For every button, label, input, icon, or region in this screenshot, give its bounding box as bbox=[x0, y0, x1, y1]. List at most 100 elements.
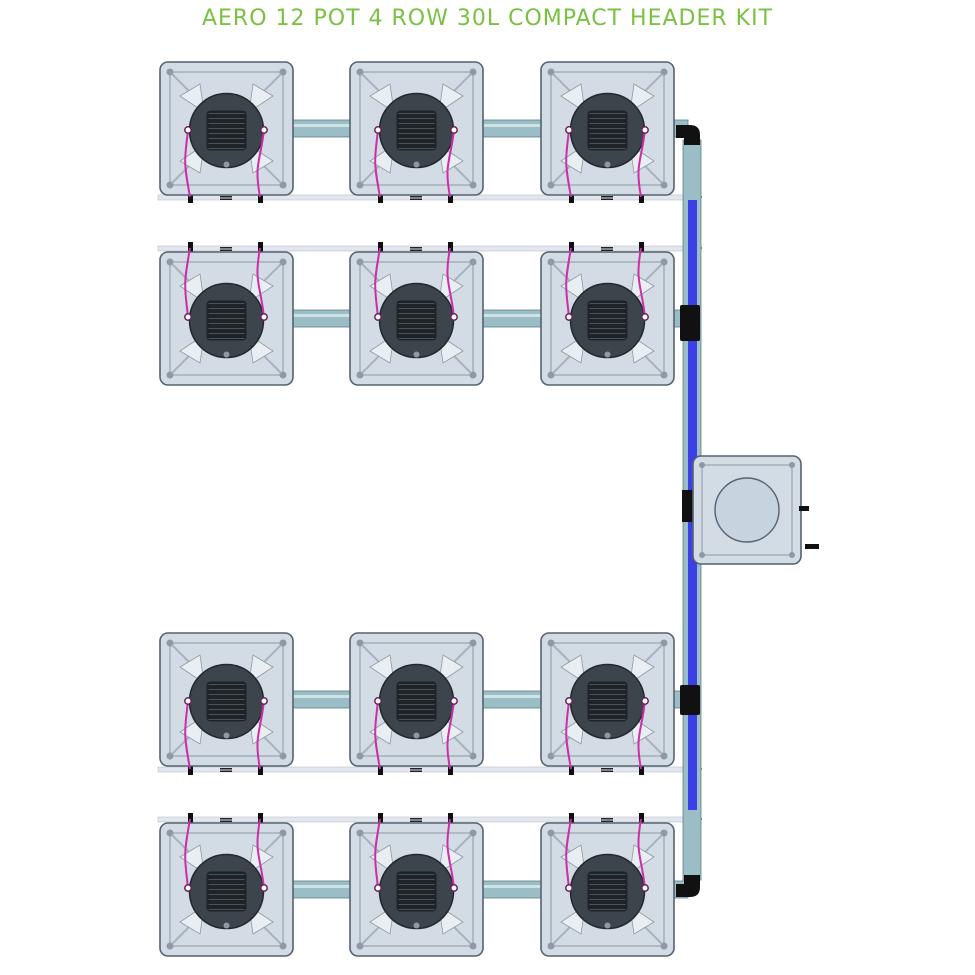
drip-line bbox=[565, 700, 572, 770]
corner-bolt-icon bbox=[356, 258, 364, 266]
pot-icon bbox=[540, 822, 675, 957]
clip-icon bbox=[220, 770, 232, 772]
drip-stake-icon bbox=[374, 884, 382, 892]
pot-facet bbox=[369, 844, 464, 935]
corner-bolt-icon bbox=[547, 181, 555, 189]
lid-tab-icon bbox=[413, 732, 420, 739]
drip-stake-icon bbox=[260, 697, 268, 705]
pot-rim bbox=[359, 261, 474, 376]
mesh-basket-icon bbox=[206, 110, 247, 151]
drip-connector-icon bbox=[569, 191, 574, 203]
pot-rim bbox=[169, 261, 284, 376]
tee-junction-icon bbox=[680, 305, 700, 341]
corner-bolt-icon bbox=[660, 942, 668, 950]
corner-bolt-icon bbox=[547, 752, 555, 760]
drip-line bbox=[565, 818, 572, 889]
drip-stake-icon bbox=[374, 126, 382, 134]
feed-lines bbox=[157, 191, 702, 825]
header-tank bbox=[692, 455, 819, 565]
corner-bolt-icon bbox=[699, 552, 705, 558]
corner-bolt-icon bbox=[469, 942, 477, 950]
drip-connector-icon bbox=[448, 191, 453, 203]
drip-connector-icon bbox=[188, 242, 193, 254]
pot-icon bbox=[540, 61, 675, 196]
lid-tab-icon bbox=[604, 922, 611, 929]
corner-bolt-icon bbox=[279, 639, 287, 647]
connecting-pipe bbox=[480, 690, 544, 709]
pot-facet bbox=[560, 83, 655, 174]
drip-line bbox=[565, 129, 572, 198]
corner-bolt-icon bbox=[699, 462, 705, 468]
pot-facet bbox=[369, 654, 464, 745]
pipe-highlight bbox=[291, 885, 352, 888]
drip-connector-icon bbox=[258, 242, 263, 254]
drip-connector-icon bbox=[639, 763, 644, 775]
tank-lid-icon bbox=[714, 477, 780, 543]
drip-connector-icon bbox=[448, 763, 453, 775]
corner-bolt-icon bbox=[166, 371, 174, 379]
drip-connector-icon bbox=[639, 813, 644, 825]
pot-rim bbox=[169, 71, 284, 186]
mesh-basket-icon bbox=[396, 871, 437, 912]
drip-stake-icon bbox=[184, 313, 192, 321]
drip-line bbox=[637, 818, 646, 889]
pipe-highlight bbox=[291, 314, 352, 317]
drip-line bbox=[446, 129, 455, 198]
mesh-basket-icon bbox=[587, 300, 628, 341]
connecting-pipe bbox=[290, 119, 353, 138]
pot-facet bbox=[179, 654, 274, 745]
corner-bolt-icon bbox=[469, 371, 477, 379]
drip-stake-icon bbox=[450, 126, 458, 134]
mesh-basket-icon bbox=[587, 110, 628, 151]
pot-icon bbox=[349, 822, 484, 957]
drip-lines bbox=[184, 126, 649, 892]
corner-bolt-icon bbox=[279, 829, 287, 837]
clip-icon bbox=[410, 770, 422, 772]
clip-icon bbox=[410, 196, 422, 198]
pot-rim bbox=[550, 261, 665, 376]
corner-bolt-icon bbox=[547, 829, 555, 837]
pot-rim bbox=[550, 642, 665, 757]
corner-bolt-icon bbox=[660, 829, 668, 837]
drip-stake-icon bbox=[641, 884, 649, 892]
lid-tab-icon bbox=[223, 351, 230, 358]
drip-stake-icon bbox=[184, 126, 192, 134]
corner-bolt-icon bbox=[356, 639, 364, 647]
drip-connector-icon bbox=[258, 763, 263, 775]
corner-bolt-icon bbox=[469, 181, 477, 189]
pot-icon bbox=[159, 251, 294, 386]
drip-line bbox=[256, 129, 265, 198]
drip-stake-icon bbox=[184, 884, 192, 892]
mesh-basket-icon bbox=[587, 871, 628, 912]
pot-icon bbox=[540, 632, 675, 767]
corner-bolt-icon bbox=[547, 639, 555, 647]
pipe-highlight bbox=[291, 124, 352, 127]
corner-bolt-icon bbox=[279, 752, 287, 760]
drip-line bbox=[184, 818, 191, 889]
pot-icon bbox=[159, 822, 294, 957]
connecting-pipe bbox=[290, 880, 353, 899]
drip-stake-icon bbox=[374, 313, 382, 321]
drip-stake-icon bbox=[641, 313, 649, 321]
corner-bolt-icon bbox=[547, 68, 555, 76]
connecting-pipe bbox=[480, 880, 544, 899]
corner-bolt-icon bbox=[356, 181, 364, 189]
pot-facet bbox=[179, 83, 274, 174]
corner-bolt-icon bbox=[469, 829, 477, 837]
drip-connector-icon bbox=[258, 191, 263, 203]
lid-tab-icon bbox=[604, 732, 611, 739]
mesh-basket-icon bbox=[206, 681, 247, 722]
drip-stake-icon bbox=[641, 126, 649, 134]
drip-connector-icon bbox=[569, 813, 574, 825]
corner-bolt-icon bbox=[166, 181, 174, 189]
drip-line bbox=[446, 818, 455, 889]
drip-connector-icon bbox=[448, 813, 453, 825]
pot-rim bbox=[359, 71, 474, 186]
corner-bolt-icon bbox=[547, 942, 555, 950]
drip-stake-icon bbox=[374, 697, 382, 705]
drip-line bbox=[446, 247, 455, 318]
elbow-fitting-icon bbox=[676, 875, 700, 897]
pot-icon bbox=[349, 61, 484, 196]
corner-bolt-icon bbox=[547, 371, 555, 379]
